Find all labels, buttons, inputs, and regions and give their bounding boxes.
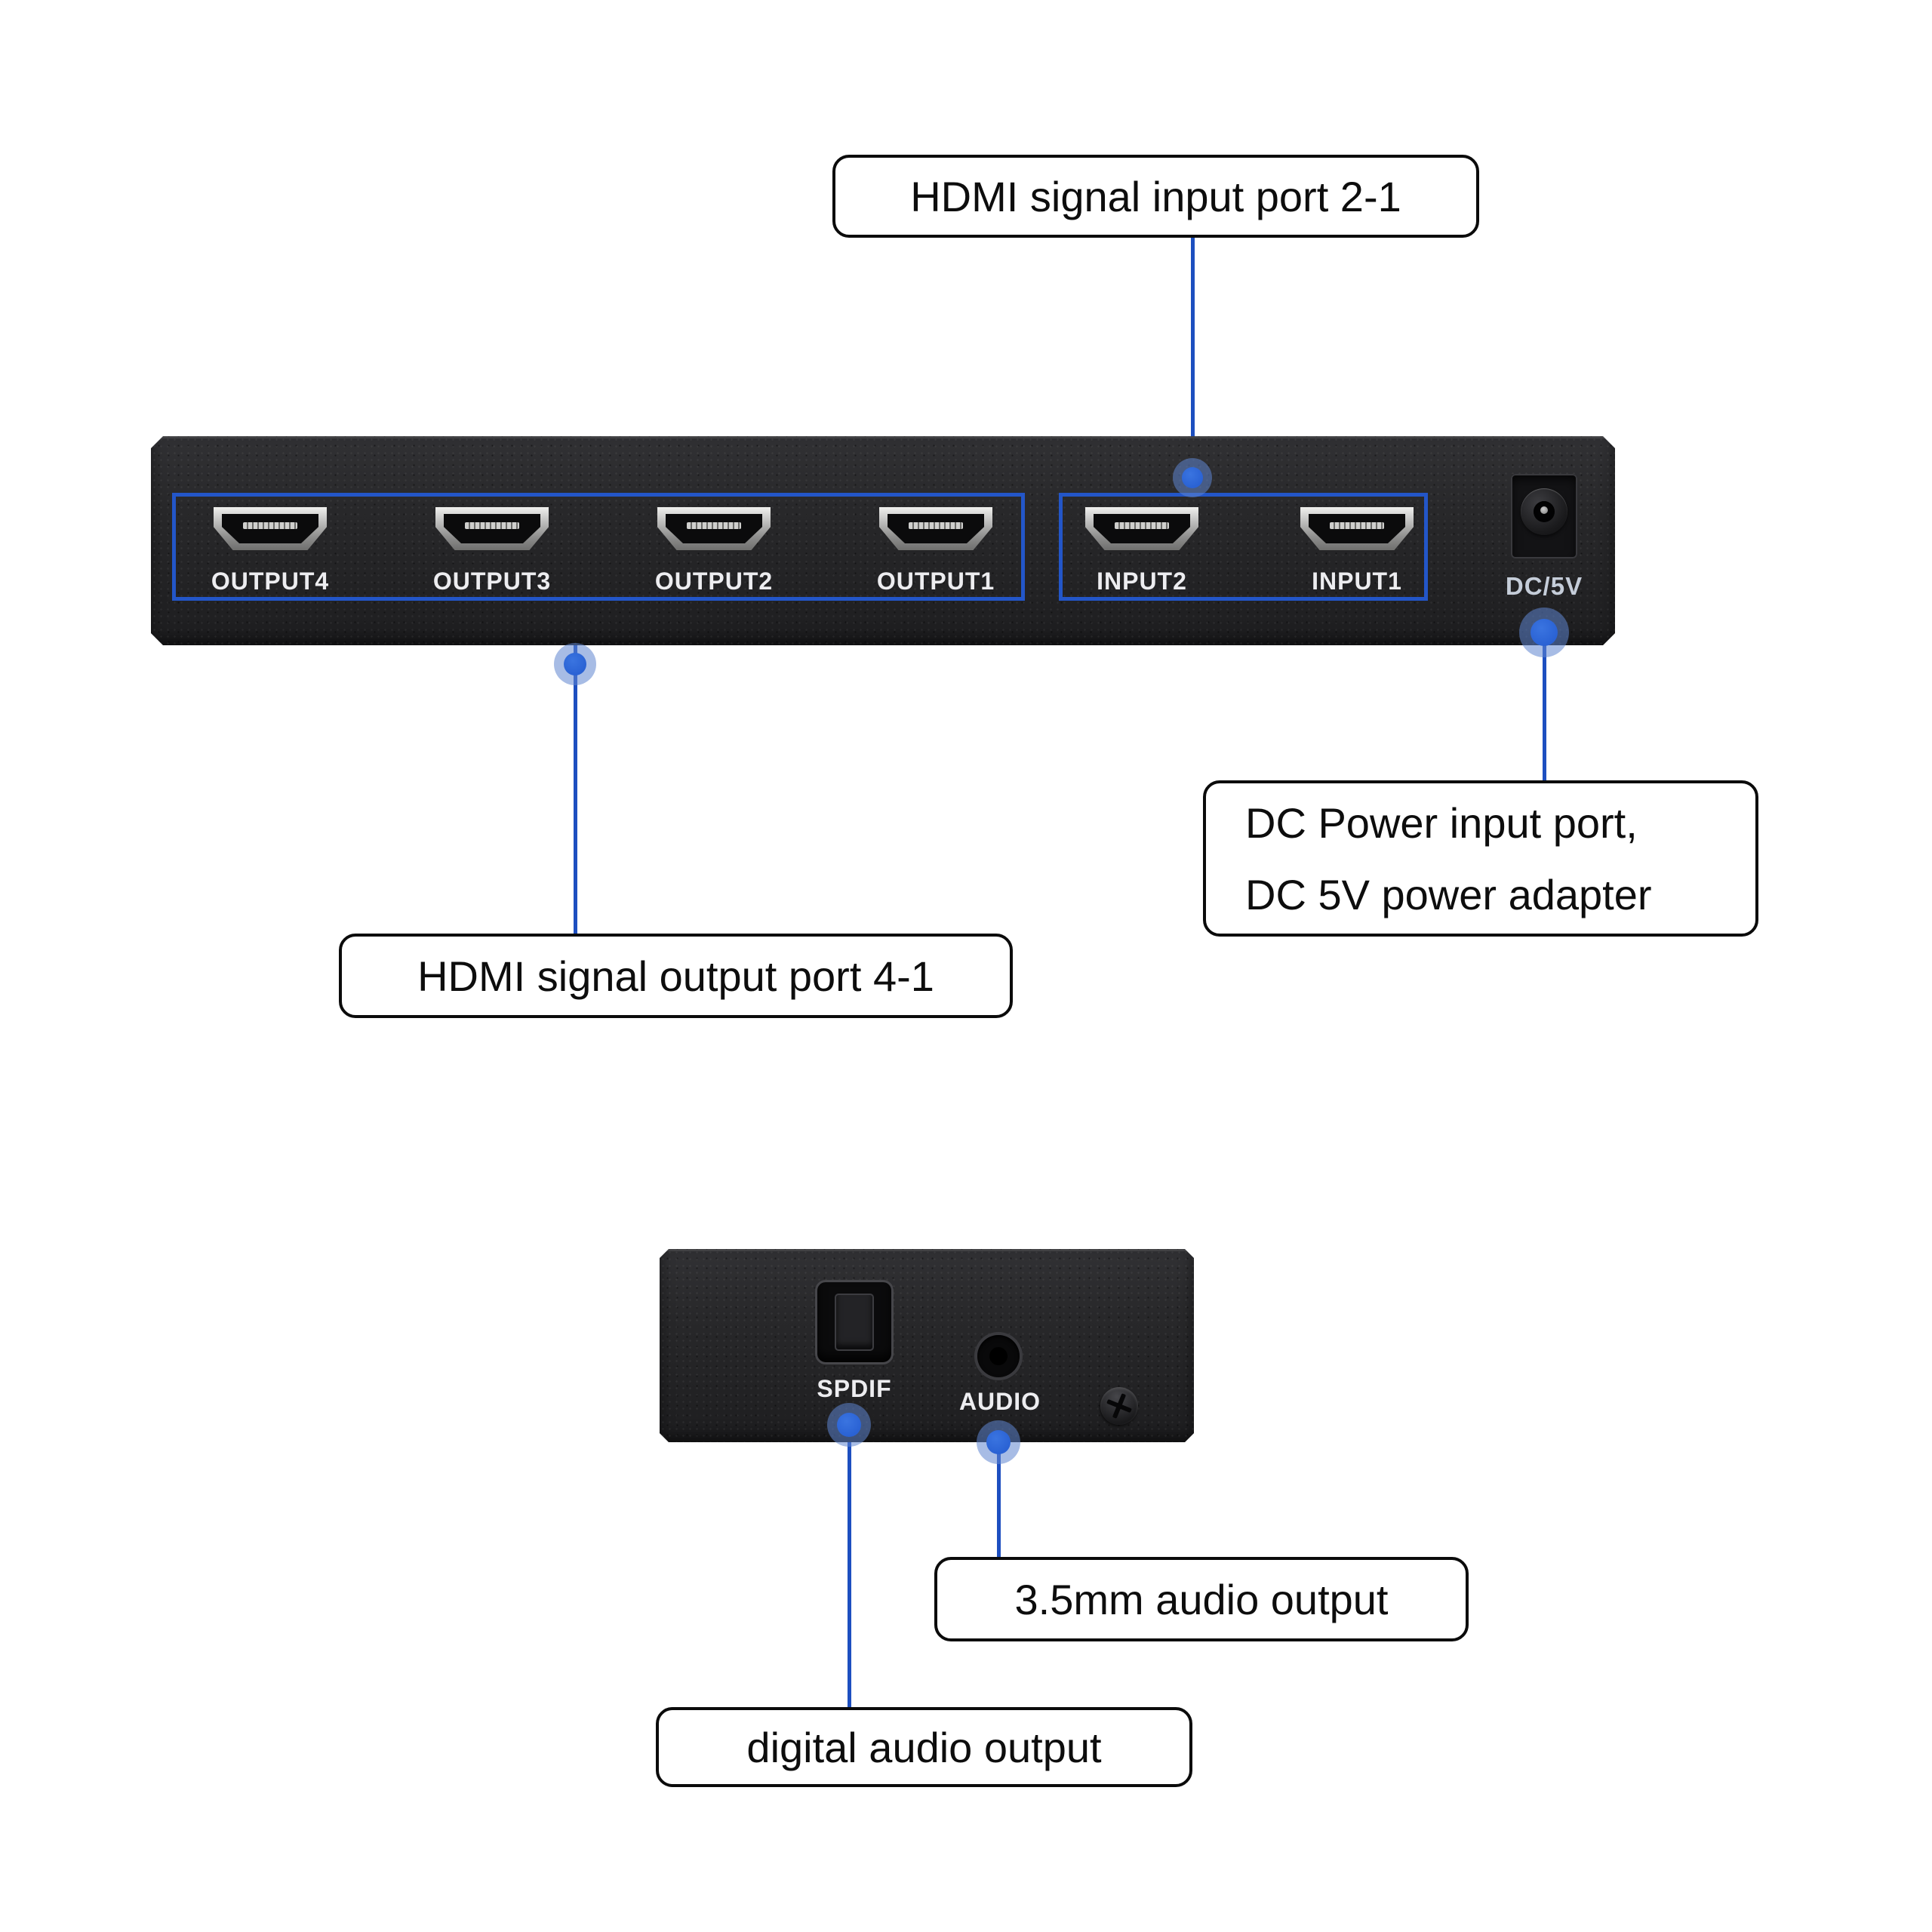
hdmi-port-output1 (879, 507, 992, 550)
callout-text-dc-power-line1: DC Power input port, (1245, 798, 1638, 847)
hdmi-pin-strip (243, 522, 297, 529)
callout-box-hdmi-input: HDMI signal input port 2-1 (832, 155, 1479, 238)
callout-dot-hdmi-input (1173, 458, 1212, 497)
audio-jack-hole (989, 1347, 1008, 1365)
callout-dot-core (986, 1430, 1011, 1454)
callout-dot-core (837, 1413, 861, 1437)
callout-box-audio-35mm: 3.5mm audio output (934, 1557, 1469, 1641)
callout-text-hdmi-input: HDMI signal input port 2-1 (910, 172, 1401, 220)
hdmi-port-output3 (435, 507, 549, 550)
port-label-input1: INPUT1 (1312, 568, 1402, 595)
callout-line-hdmi-output (574, 600, 577, 934)
port-label-output1: OUTPUT1 (876, 568, 995, 595)
hdmi-pin-strip (1330, 522, 1384, 529)
hdmi-pin-strip (465, 522, 519, 529)
port-label-output3: OUTPUT3 (432, 568, 552, 595)
callout-dot-digital-audio (827, 1403, 871, 1447)
dc-jack-pin (1540, 506, 1548, 514)
callout-line-audio-35mm (997, 1446, 1001, 1557)
outputs-group-box (172, 493, 1025, 601)
audio-port-label: AUDIO (958, 1388, 1041, 1415)
callout-line-hdmi-input (1191, 238, 1195, 483)
dc-port-label: DC/5V (1505, 572, 1583, 600)
callout-dot-core (564, 653, 586, 675)
spdif-port-label: SPDIF (817, 1375, 892, 1402)
hdmi-pin-strip (909, 522, 963, 529)
hdmi-port-input1 (1300, 507, 1414, 550)
callout-dot-hdmi-output (554, 643, 596, 685)
hdmi-port-input2 (1085, 507, 1198, 550)
callout-dot-core (1531, 619, 1558, 646)
callout-box-dc-power: DC Power input port, DC 5V power adapter (1203, 780, 1758, 937)
callout-text-audio-35mm: 3.5mm audio output (1014, 1575, 1389, 1623)
callout-box-hdmi-output: HDMI signal output port 4-1 (339, 934, 1013, 1018)
spdif-port-flap (835, 1294, 874, 1351)
callout-text-dc-power-line2: DC 5V power adapter (1245, 870, 1652, 918)
port-label-input2: INPUT2 (1097, 568, 1187, 595)
hdmi-port-output2 (657, 507, 771, 550)
callout-text-digital-audio: digital audio output (746, 1723, 1102, 1771)
callout-dot-audio-35mm (977, 1420, 1020, 1464)
inputs-group-box (1059, 493, 1428, 601)
port-label-output2: OUTPUT2 (654, 568, 774, 595)
callout-dot-core (1182, 467, 1203, 488)
callout-dot-dc-power (1519, 608, 1569, 657)
port-label-output4: OUTPUT4 (211, 568, 330, 595)
hdmi-switch-rear-panel (151, 436, 1615, 645)
hdmi-pin-strip (1115, 522, 1169, 529)
callout-text-hdmi-output: HDMI signal output port 4-1 (417, 952, 934, 1000)
hdmi-port-output4 (214, 507, 327, 550)
callout-box-digital-audio: digital audio output (656, 1707, 1192, 1787)
callout-line-dc-power (1543, 638, 1546, 780)
hdmi-pin-strip (687, 522, 741, 529)
callout-line-digital-audio (848, 1429, 851, 1707)
